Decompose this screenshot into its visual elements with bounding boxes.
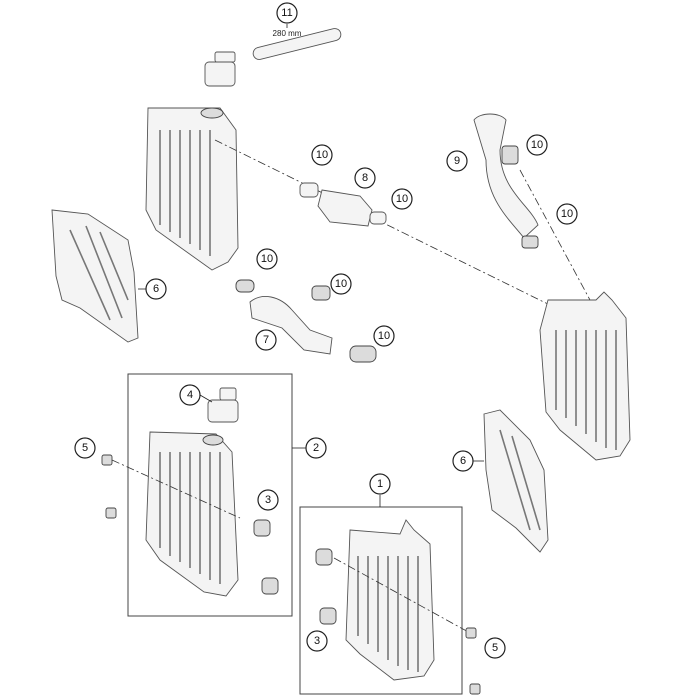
callout-1: 1 xyxy=(369,473,391,507)
radiator-guard-left xyxy=(51,209,139,343)
hose-part-9 xyxy=(473,113,539,249)
callout-10-g: 10 xyxy=(373,325,395,347)
svg-text:7: 7 xyxy=(263,334,269,346)
callout-5-b: 5 xyxy=(484,637,506,659)
callout-10-f: 10 xyxy=(330,273,352,295)
svg-text:6: 6 xyxy=(153,283,159,295)
radiator-right-upper xyxy=(539,291,631,461)
callout-6-b: 6 xyxy=(452,450,484,472)
svg-text:3: 3 xyxy=(265,494,271,506)
callout-6-a: 6 xyxy=(138,278,167,300)
callout-11: 11 xyxy=(276,2,298,28)
hose-length-label: 280 mm xyxy=(273,29,302,38)
svg-text:10: 10 xyxy=(531,139,543,151)
bolt-part-5-right xyxy=(333,557,481,695)
callout-10-d: 10 xyxy=(556,203,578,225)
callout-10-a: 10 xyxy=(311,144,333,166)
thermostat-housing-part-8 xyxy=(299,182,387,227)
radiator-right-assembly xyxy=(345,519,435,681)
svg-text:1: 1 xyxy=(377,478,383,490)
callout-9: 9 xyxy=(446,150,468,172)
callout-10-b: 10 xyxy=(391,188,413,210)
svg-text:3: 3 xyxy=(314,635,320,647)
svg-text:4: 4 xyxy=(187,389,193,401)
radiator-cap-top xyxy=(204,51,236,87)
svg-text:10: 10 xyxy=(335,278,347,290)
callout-2: 2 xyxy=(292,437,327,459)
callout-5-a: 5 xyxy=(74,437,96,459)
radiator-guard-right xyxy=(483,409,549,553)
hose-part-7 xyxy=(235,279,377,363)
radiator-cap-part-4 xyxy=(207,387,239,423)
callout-8: 8 xyxy=(354,167,376,189)
svg-text:9: 9 xyxy=(454,155,460,167)
hose-part-11: 280 mm xyxy=(252,28,342,60)
svg-text:10: 10 xyxy=(396,193,408,205)
assembly-frame-2 xyxy=(127,373,293,617)
svg-text:11: 11 xyxy=(281,7,292,19)
callout-10-c: 10 xyxy=(526,134,548,156)
svg-text:8: 8 xyxy=(362,172,368,184)
assembly-frame-1 xyxy=(299,506,463,695)
svg-text:6: 6 xyxy=(460,455,466,467)
radiator-left-assembly xyxy=(145,431,239,597)
bolt-part-5-left xyxy=(101,454,241,519)
grommet-part-3-right xyxy=(315,548,337,625)
callout-3-a: 3 xyxy=(257,489,279,511)
callout-3-b: 3 xyxy=(306,630,328,652)
callout-7: 7 xyxy=(255,329,277,351)
svg-text:10: 10 xyxy=(561,208,573,220)
svg-text:5: 5 xyxy=(492,642,498,654)
callout-4: 4 xyxy=(179,384,213,406)
callout-10-e: 10 xyxy=(256,248,278,270)
grommet-part-3-left xyxy=(253,519,279,595)
svg-text:10: 10 xyxy=(316,149,328,161)
svg-text:10: 10 xyxy=(378,330,390,342)
svg-text:2: 2 xyxy=(313,442,319,454)
svg-text:10: 10 xyxy=(261,253,273,265)
svg-text:5: 5 xyxy=(82,442,88,454)
radiator-left-upper xyxy=(145,107,239,271)
